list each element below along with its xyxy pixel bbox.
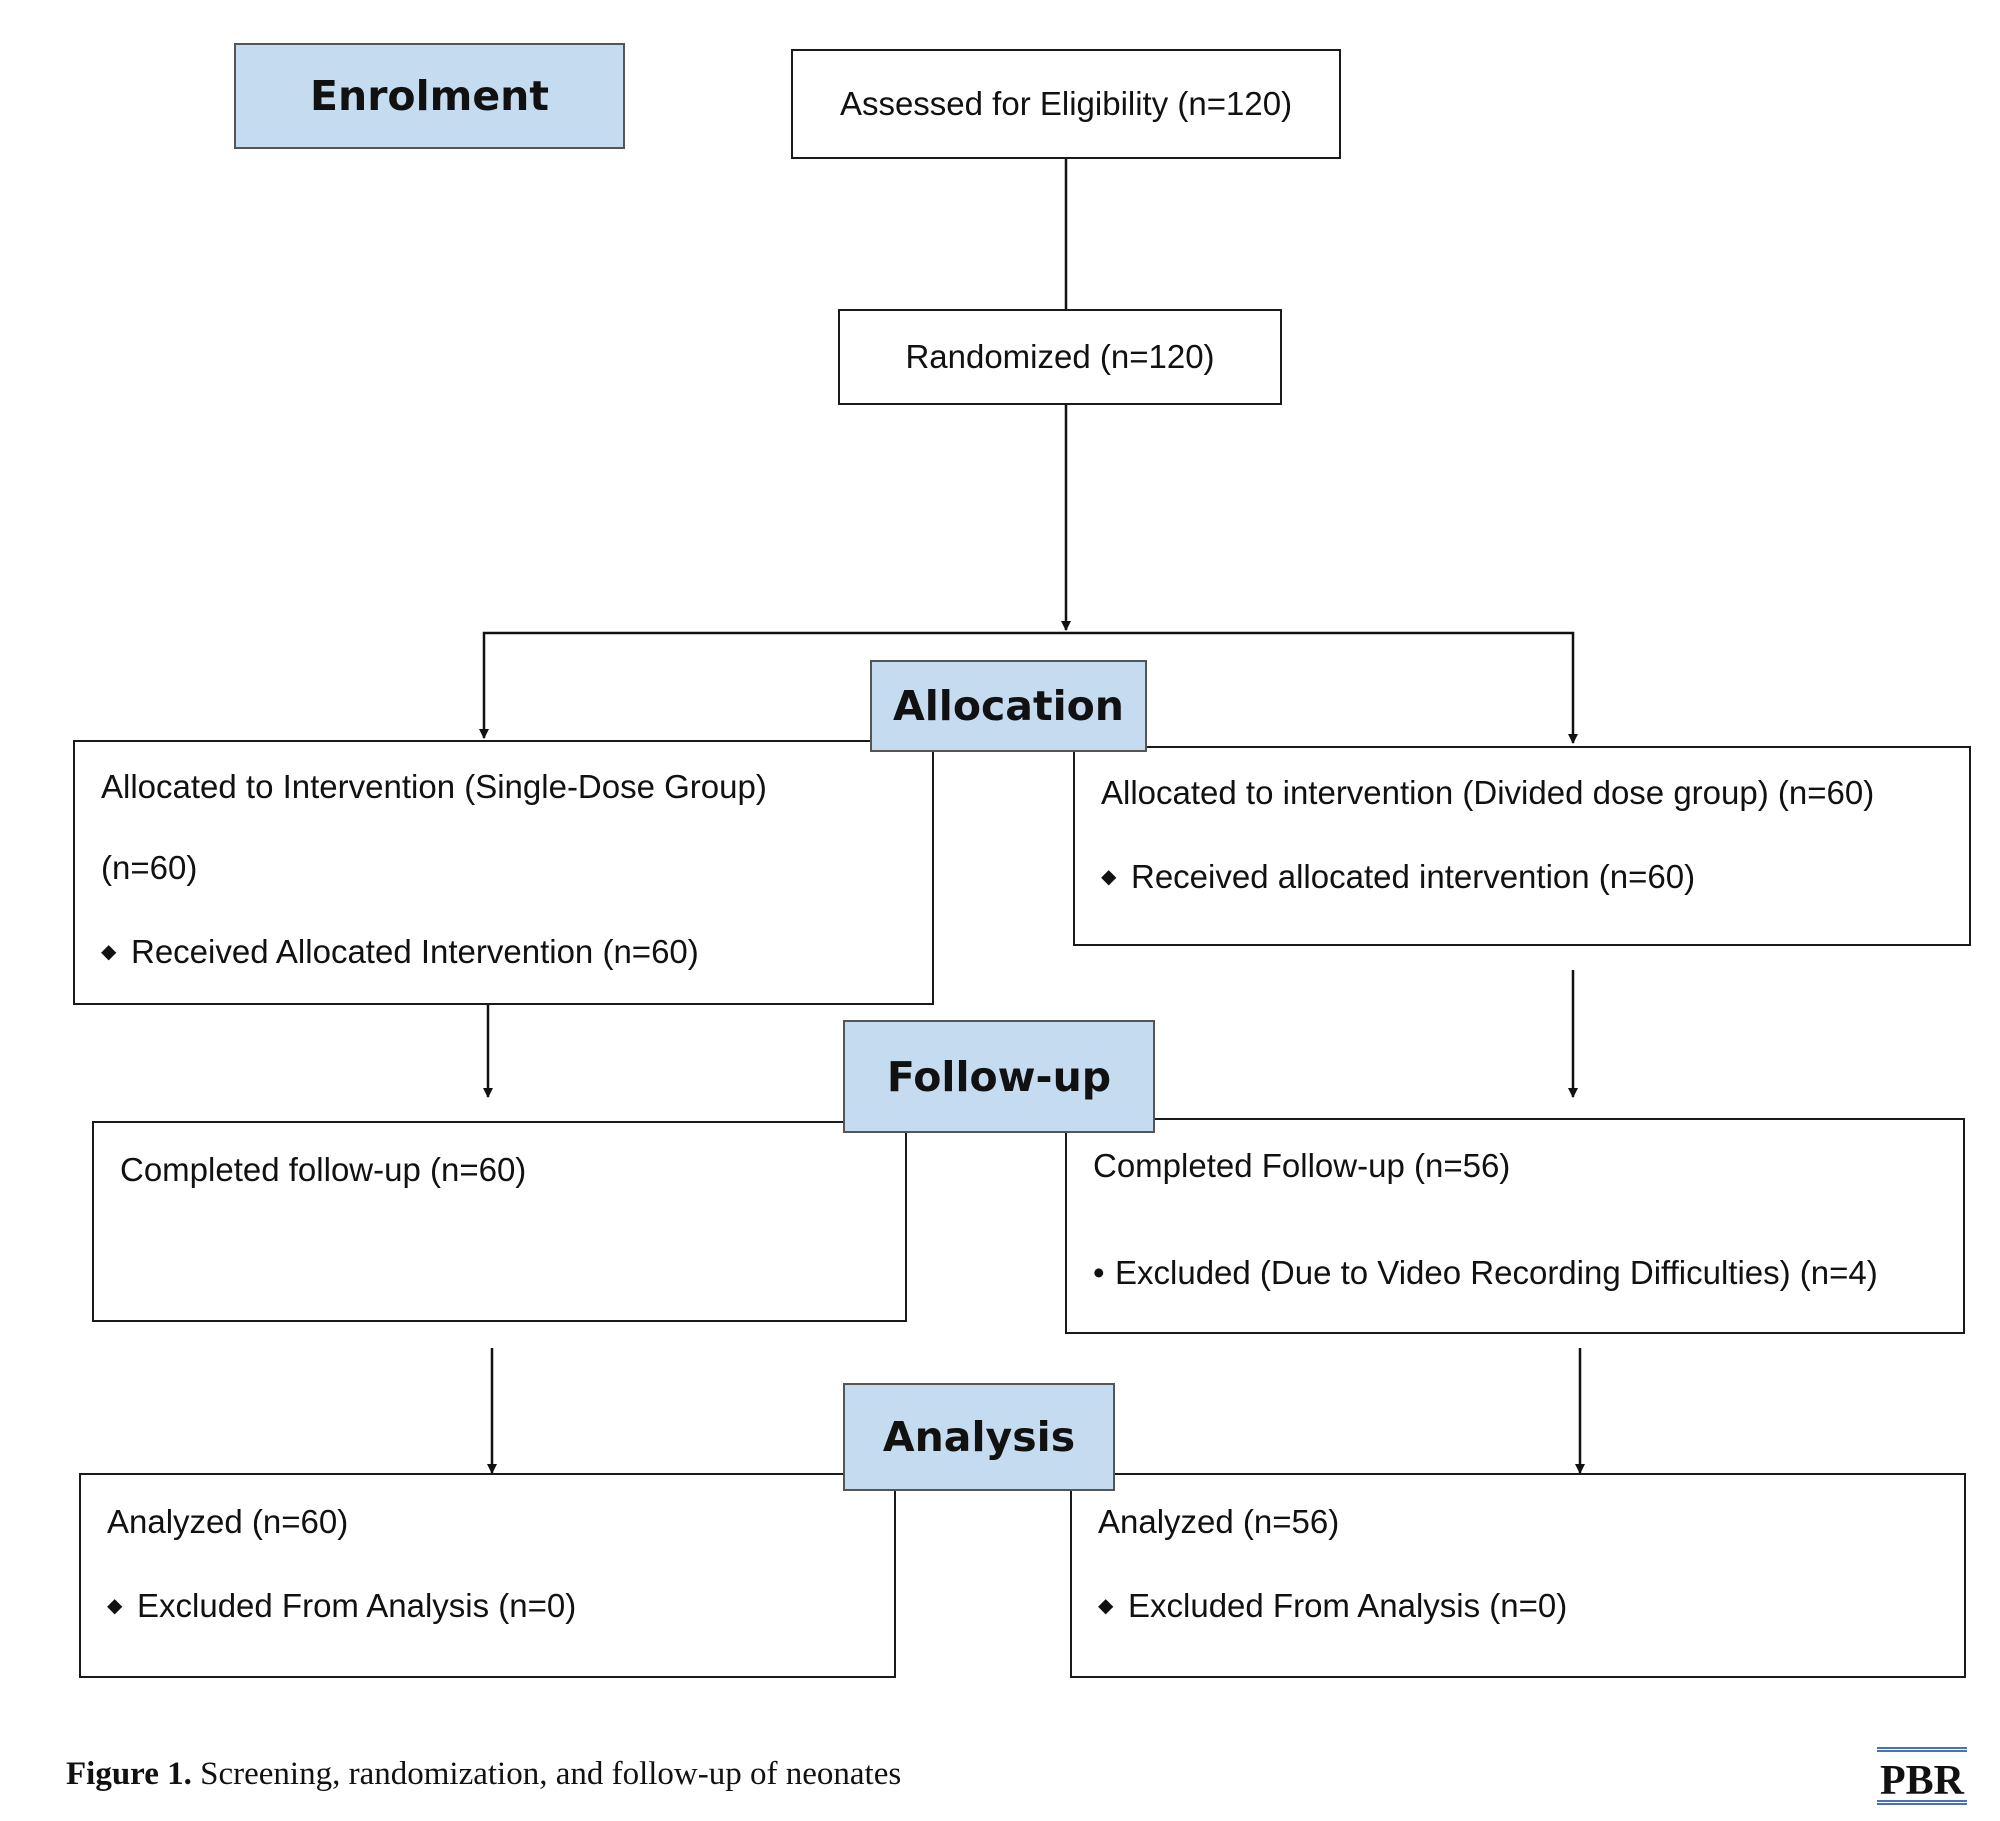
figure-caption-label: Figure 1. bbox=[66, 1756, 192, 1792]
right-allocation-line2: Received allocated intervention (n=60) bbox=[1131, 858, 1696, 895]
stage-follow-up: Follow-up bbox=[843, 1020, 1155, 1133]
right-analysis-line1: Analyzed (n=56) bbox=[1098, 1503, 1340, 1540]
bullet-diamond-icon: ◆ bbox=[107, 1594, 123, 1617]
right-analysis-line2-item: ◆ Excluded From Analysis (n=0) bbox=[1098, 1587, 1567, 1625]
stage-enrolment-label: Enrolment bbox=[310, 72, 549, 120]
left-followup-line1: Completed follow-up (n=60) bbox=[120, 1151, 527, 1188]
figure-caption: Figure 1. Screening, randomization, and … bbox=[66, 1756, 901, 1793]
arrow-split-right bbox=[1066, 631, 1578, 744]
right-analysis-box: Analyzed (n=56) ◆ Excluded From Analysis … bbox=[1070, 1473, 1966, 1678]
right-analysis-line2: Excluded From Analysis (n=0) bbox=[1128, 1587, 1568, 1624]
figure-caption-text: Screening, randomization, and follow-up … bbox=[191, 1756, 902, 1792]
arrow-split-left bbox=[479, 631, 1066, 739]
right-allocation-line1: Allocated to intervention (Divided dose … bbox=[1101, 774, 1875, 811]
stage-allocation-label: Allocation bbox=[893, 682, 1124, 730]
assessed-box: Assessed for Eligibility (n=120) bbox=[791, 49, 1341, 159]
right-followup-line2: Excluded (Due to Video Recording Difficu… bbox=[1115, 1254, 1878, 1291]
left-analysis-line2: Excluded From Analysis (n=0) bbox=[137, 1587, 577, 1624]
stage-enrolment: Enrolment bbox=[234, 43, 625, 149]
bullet-diamond-icon: ◆ bbox=[101, 940, 117, 963]
assessed-label: Assessed for Eligibility (n=120) bbox=[839, 85, 1293, 122]
right-allocation-line2-item: ◆ Received allocated intervention (n=60) bbox=[1101, 858, 1695, 896]
bullet-diamond-icon: ◆ bbox=[1101, 865, 1117, 888]
right-allocation-box: Allocated to intervention (Divided dose … bbox=[1073, 746, 1971, 946]
randomized-label: Randomized (n=120) bbox=[905, 338, 1215, 375]
journal-logo-text: PBR bbox=[1880, 1758, 1964, 1804]
left-analysis-line1: Analyzed (n=60) bbox=[107, 1503, 349, 1540]
bullet-dot-icon: • bbox=[1093, 1254, 1105, 1291]
right-followup-line1: Completed Follow-up (n=56) bbox=[1093, 1147, 1511, 1184]
left-allocation-line3: Received Allocated Intervention (n=60) bbox=[131, 933, 699, 970]
journal-logo: PBR bbox=[1877, 1747, 1967, 1805]
right-followup-line2-item: • Excluded (Due to Video Recording Diffic… bbox=[1093, 1254, 1878, 1292]
left-allocation-line1: Allocated to Intervention (Single-Dose G… bbox=[101, 768, 767, 805]
left-allocation-line2: (n=60) bbox=[101, 849, 198, 886]
stage-analysis: Analysis bbox=[843, 1383, 1115, 1491]
left-analysis-line2-item: ◆ Excluded From Analysis (n=0) bbox=[107, 1587, 576, 1625]
randomized-box: Randomized (n=120) bbox=[838, 309, 1282, 405]
right-followup-box: Completed Follow-up (n=56) • Excluded (Du… bbox=[1065, 1118, 1965, 1334]
stage-allocation: Allocation bbox=[870, 660, 1147, 752]
left-allocation-box: Allocated to Intervention (Single-Dose G… bbox=[73, 740, 934, 1005]
bullet-diamond-icon: ◆ bbox=[1098, 1594, 1114, 1617]
left-allocation-line3-item: ◆ Received Allocated Intervention (n=60) bbox=[101, 933, 699, 971]
stage-analysis-label: Analysis bbox=[882, 1413, 1076, 1461]
stage-follow-up-label: Follow-up bbox=[886, 1052, 1112, 1101]
left-analysis-box: Analyzed (n=60) ◆ Excluded From Analysis … bbox=[79, 1473, 896, 1678]
left-followup-box: Completed follow-up (n=60) bbox=[92, 1121, 907, 1322]
